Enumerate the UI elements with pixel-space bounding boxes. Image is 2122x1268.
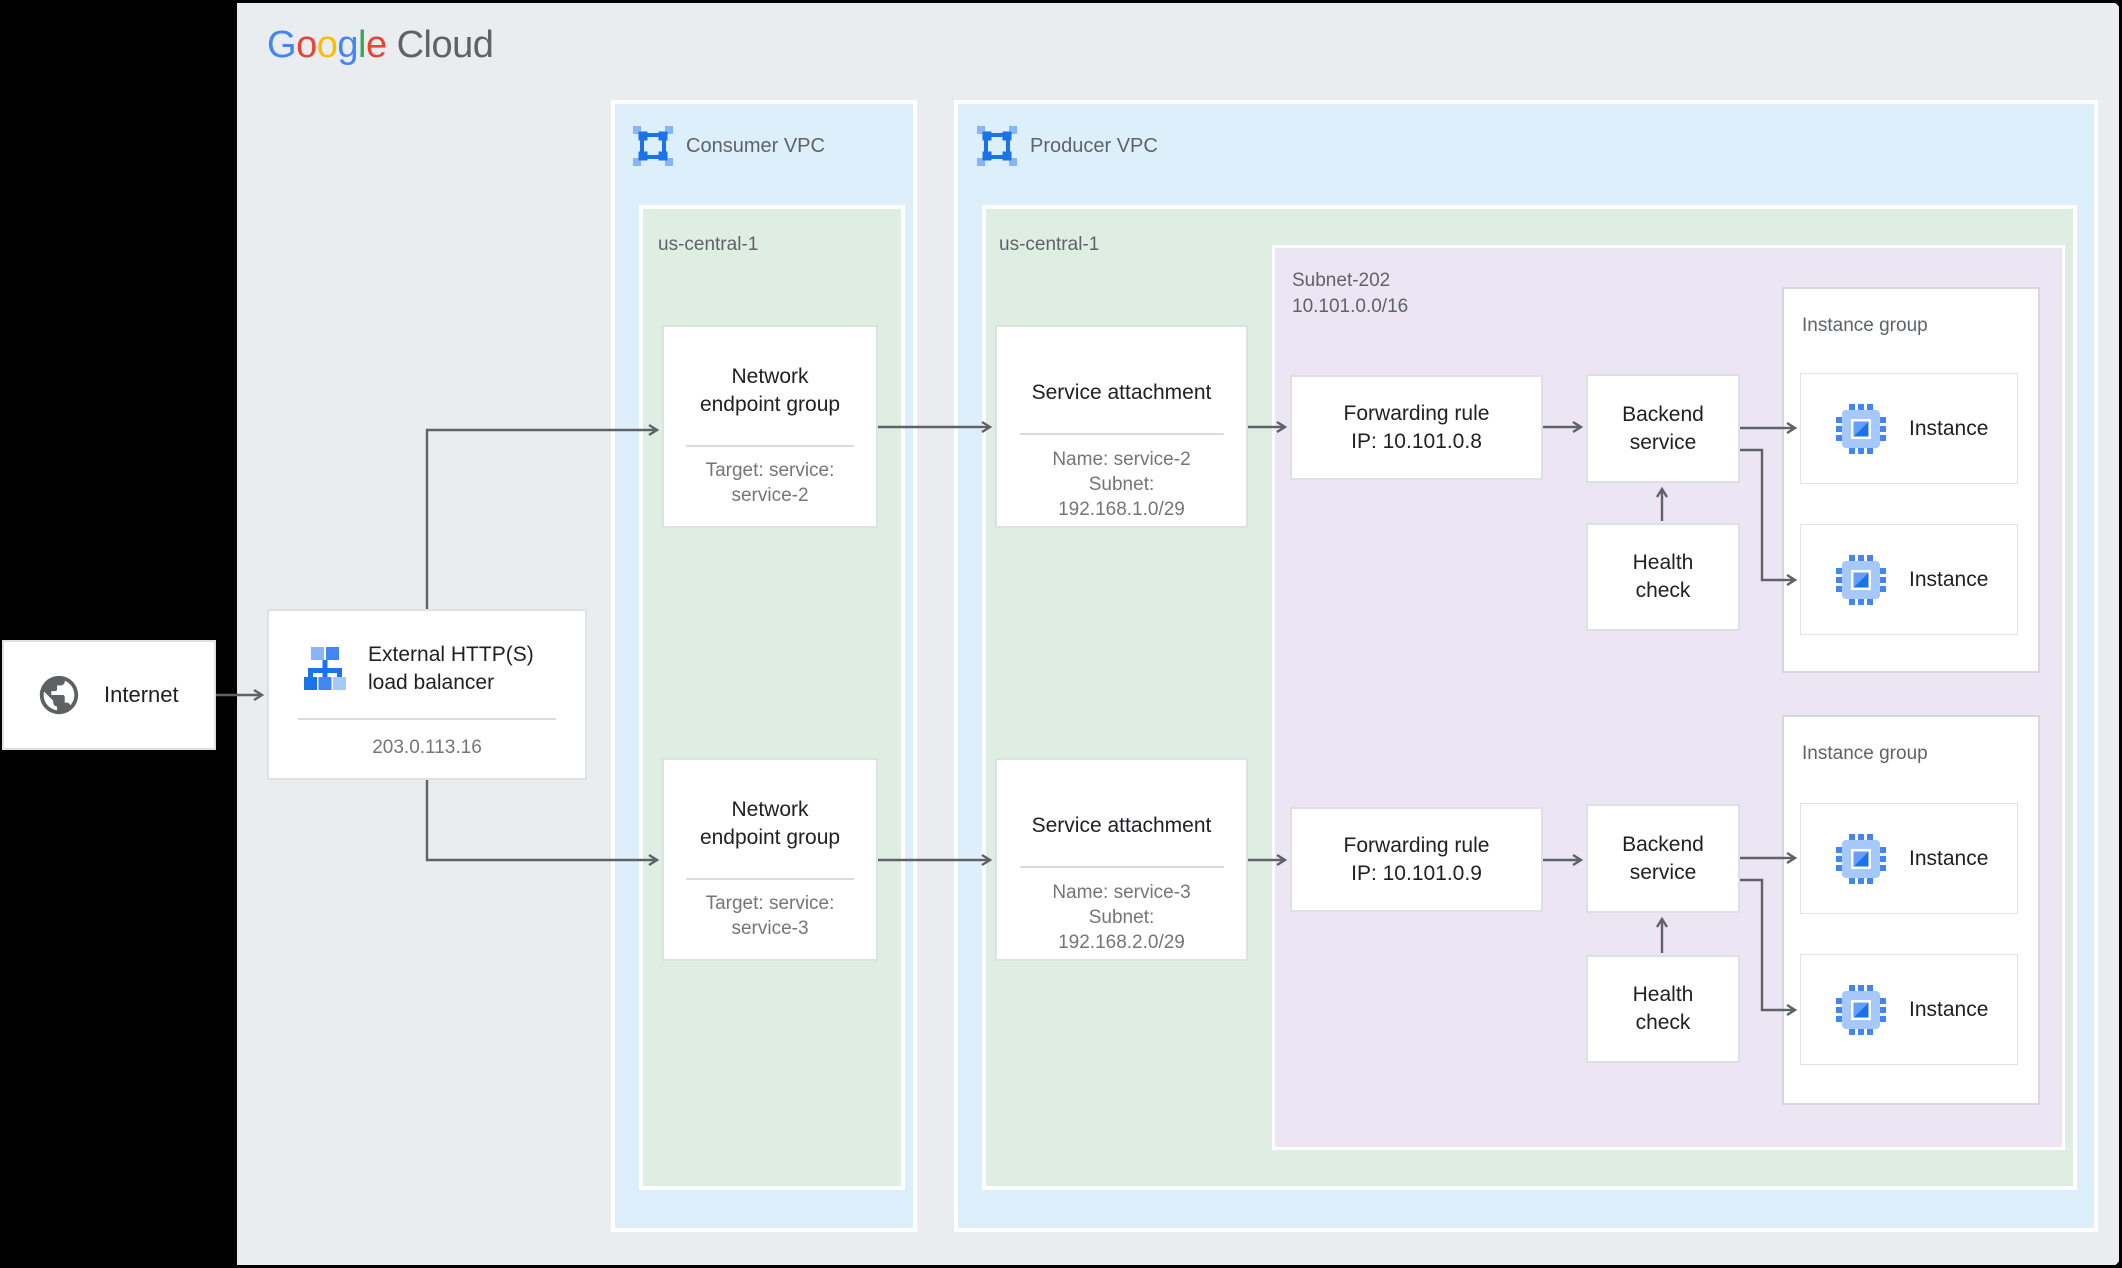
instance-node-2a: Instance [1800, 803, 2018, 914]
subnet-name: Subnet-202 [1292, 270, 1391, 291]
instance-group-label: Instance group [1802, 743, 1928, 764]
instance-group-label: Instance group [1802, 315, 1928, 336]
logo-letter: e [365, 24, 387, 66]
subnet-cidr: 10.101.0.0/16 [1292, 296, 1409, 317]
internet-node: Internet [2, 640, 216, 750]
neg-title: Network endpoint group [699, 365, 841, 416]
health-check-label: Health check [1632, 983, 1694, 1034]
forwarding-rule-ip: IP: 10.101.0.8 [1351, 429, 1482, 453]
logo-letter: G [267, 24, 297, 66]
forwarding-rule-node-2: Forwarding rule IP: 10.101.0.9 [1290, 807, 1543, 912]
service-attachment-subnet: Subnet: 192.168.2.0/29 [1058, 907, 1185, 953]
instance-node-1b: Instance [1800, 524, 2018, 635]
forwarding-rule-title: Forwarding rule [1343, 401, 1490, 425]
vpc-network-icon [633, 126, 673, 166]
load-balancer-node: External HTTP(S) load balancer 203.0.113… [267, 609, 587, 780]
divider [686, 445, 854, 447]
internet-label: Internet [104, 682, 179, 707]
network-endpoint-group-node-1: Network endpoint group Target: service: … [662, 325, 878, 528]
consumer-region-label: us-central-1 [658, 234, 759, 255]
neg-target: Target: service: service-3 [705, 893, 835, 939]
service-attachment-name: Name: service-3 [1052, 882, 1191, 903]
health-check-node-1: Health check [1586, 523, 1740, 631]
service-attachment-subnet: Subnet: 192.168.1.0/29 [1058, 474, 1185, 520]
backend-service-node-1: Backend service [1586, 374, 1740, 483]
forwarding-rule-node-1: Forwarding rule IP: 10.101.0.8 [1290, 375, 1543, 480]
backend-service-label: Backend service [1622, 832, 1704, 884]
instance-node-2b: Instance [1800, 954, 2018, 1065]
service-attachment-title: Service attachment [1031, 814, 1212, 837]
divider [686, 878, 854, 880]
service-attachment-name: Name: service-2 [1052, 449, 1191, 470]
producer-region-label: us-central-1 [999, 234, 1100, 255]
compute-instance-icon [1836, 984, 1886, 1035]
consumer-vpc-header: Consumer VPC [633, 126, 825, 166]
service-attachment-node-2: Service attachment Name: service-3 Subne… [995, 758, 1248, 961]
compute-instance-icon [1836, 833, 1886, 884]
backend-service-node-2: Backend service [1586, 804, 1740, 913]
forwarding-rule-ip: IP: 10.101.0.9 [1351, 861, 1482, 885]
logo-cloud-text: Cloud [396, 24, 494, 66]
subnet-label: Subnet-202 10.101.0.0/16 [1292, 268, 1408, 320]
instance-label: Instance [1909, 846, 1989, 870]
divider [1019, 866, 1224, 868]
globe-icon [39, 675, 79, 715]
instance-label: Instance [1909, 416, 1989, 440]
service-attachment-node-1: Service attachment Name: service-2 Subne… [995, 325, 1248, 528]
health-check-label: Health check [1632, 551, 1694, 602]
producer-vpc-label: Producer VPC [1030, 134, 1158, 157]
instance-label: Instance [1909, 997, 1989, 1021]
compute-instance-icon [1836, 403, 1886, 454]
forwarding-rule-title: Forwarding rule [1343, 833, 1490, 857]
divider [298, 718, 556, 720]
backend-service-label: Backend service [1622, 402, 1704, 454]
load-balancer-icon [299, 642, 351, 699]
neg-target: Target: service: service-2 [705, 460, 835, 506]
service-attachment-title: Service attachment [1031, 381, 1212, 404]
consumer-vpc-label: Consumer VPC [686, 134, 825, 157]
load-balancer-title: External HTTP(S) load balancer [368, 643, 534, 694]
producer-vpc-header: Producer VPC [977, 126, 1158, 166]
compute-instance-icon [1836, 554, 1886, 605]
load-balancer-ip: 203.0.113.16 [372, 737, 482, 758]
service-attachment-details: Name: service-3 Subnet: 192.168.2.0/29 [1036, 880, 1208, 955]
health-check-node-2: Health check [1586, 955, 1740, 1063]
logo-letter: l [357, 24, 366, 66]
divider [1019, 433, 1224, 435]
network-endpoint-group-node-2: Network endpoint group Target: service: … [662, 758, 878, 961]
instance-label: Instance [1909, 567, 1989, 591]
instance-node-1a: Instance [1800, 373, 2018, 484]
vpc-network-icon [977, 126, 1017, 166]
logo-letter: o [316, 24, 338, 66]
logo-letter: o [296, 24, 317, 66]
neg-title: Network endpoint group [699, 798, 841, 849]
service-attachment-details: Name: service-2 Subnet: 192.168.1.0/29 [1036, 447, 1208, 522]
logo-letter: g [337, 24, 358, 66]
